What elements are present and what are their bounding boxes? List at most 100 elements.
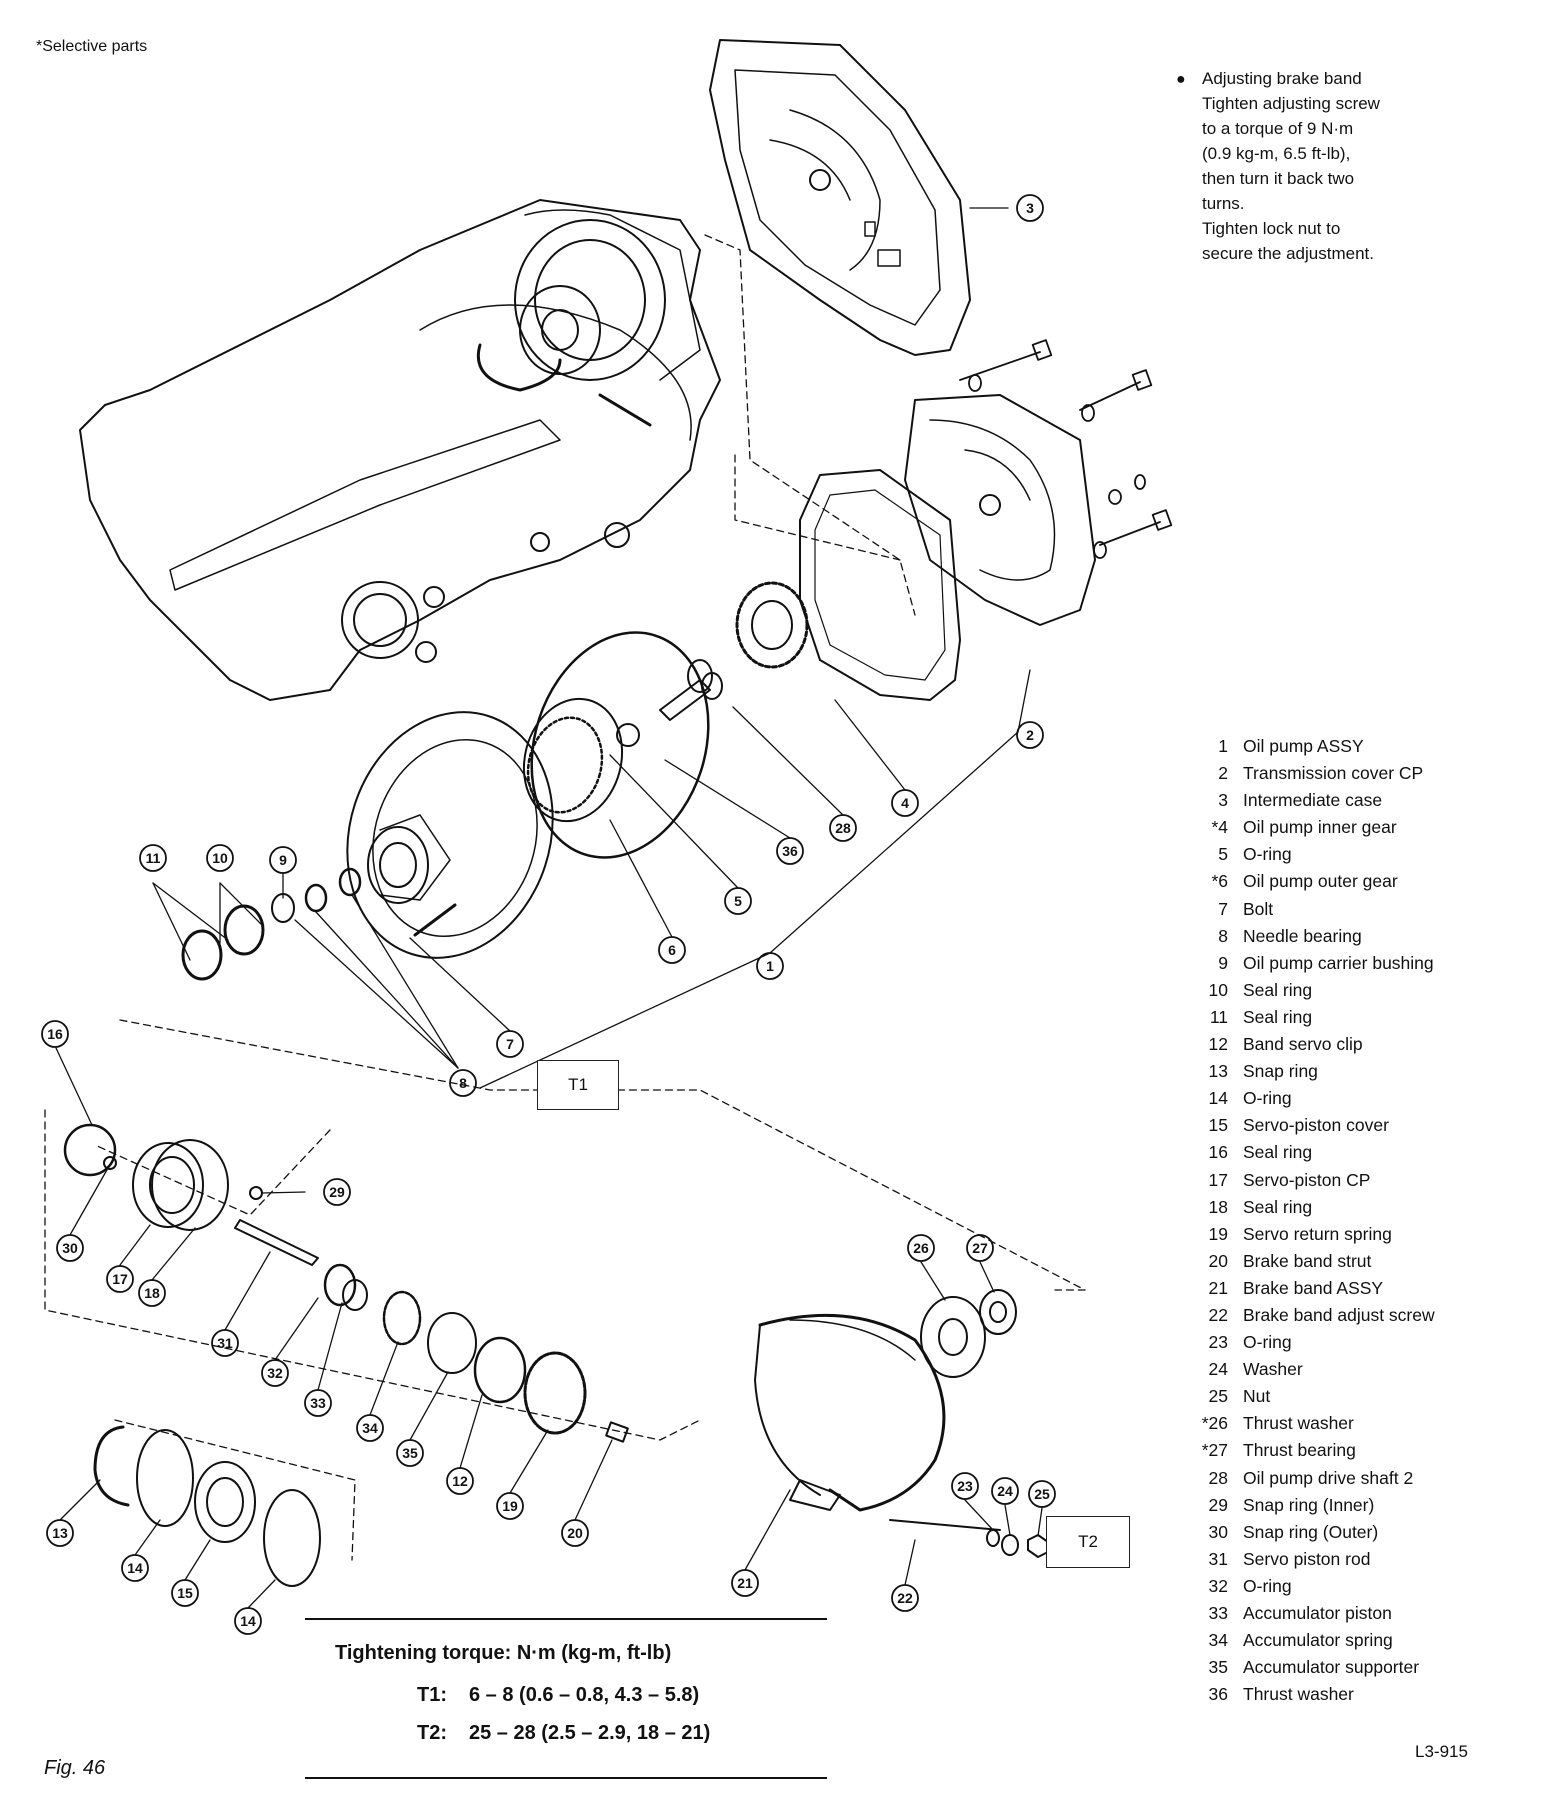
- oil-pump-outer-gear-drawing: [522, 697, 624, 823]
- callout-11: 11: [146, 850, 161, 866]
- callout-4: 4: [901, 795, 909, 811]
- callout-36: 36: [782, 843, 798, 859]
- callout-19: 19: [502, 1498, 518, 1514]
- part-name: O-ring: [1243, 1575, 1292, 1596]
- part-name: Washer: [1243, 1359, 1303, 1380]
- part-number: 17: [1208, 1169, 1228, 1190]
- part-name: Oil pump ASSY: [1243, 736, 1364, 756]
- callout-7: 7: [506, 1036, 514, 1052]
- part-number: 13: [1208, 1061, 1228, 1082]
- part-number: 36: [1208, 1684, 1228, 1705]
- parts-list-item: 8 Needle bearing: [1190, 923, 1435, 950]
- part-name: Accumulator spring: [1243, 1630, 1393, 1651]
- callout-34: 34: [362, 1420, 378, 1436]
- torque-label: T1:: [417, 1684, 447, 1706]
- brake-note-line: (0.9 kg-m, 6.5 ft-lb),: [1202, 144, 1351, 163]
- callout-10: 10: [212, 850, 228, 866]
- part-number: 25: [1208, 1386, 1228, 1407]
- thrust-washer-36-drawing: [616, 723, 640, 747]
- callout-circles: [41, 194, 1056, 1635]
- part-number: 10: [1208, 979, 1228, 1000]
- callout-20: 20: [567, 1525, 583, 1541]
- part-number: *27: [1201, 1440, 1228, 1461]
- callout-12: 12: [452, 1473, 468, 1489]
- part-number: 30: [1208, 1521, 1228, 1542]
- part-name: Oil pump outer gear: [1243, 871, 1398, 892]
- part-name: Brake band ASSY: [1243, 1277, 1384, 1298]
- t2-torque-box: T2: [1046, 1516, 1130, 1568]
- part-number: 22: [1208, 1304, 1228, 1325]
- torque-table: Tightening torque: N·m (kg-m, ft-lb) T1:…: [305, 1618, 827, 1779]
- part-name: Seal ring: [1243, 1196, 1313, 1217]
- part-name: Snap ring (Outer): [1243, 1521, 1379, 1542]
- part-number: 3: [1218, 790, 1228, 811]
- callout-26: 26: [913, 1240, 929, 1256]
- part-name: Needle bearing: [1243, 925, 1362, 946]
- part-name: Thrust washer: [1243, 1684, 1354, 1705]
- parts-list-item: 35 Accumulator supporter: [1190, 1654, 1435, 1681]
- parts-list-item: 13 Snap ring: [1190, 1058, 1435, 1085]
- part-number: 9: [1218, 952, 1228, 973]
- part-name: Transmission cover CP: [1243, 763, 1424, 784]
- callout-3: 3: [1026, 200, 1034, 216]
- part-name: Seal ring: [1243, 979, 1313, 1000]
- transmission-cover-drawing: [799, 394, 1096, 701]
- callout-5: 5: [734, 893, 742, 909]
- part-number: 20: [1208, 1250, 1228, 1271]
- parts-list-item: 24 Washer: [1190, 1356, 1435, 1383]
- part-name: Snap ring (Inner): [1243, 1494, 1375, 1515]
- brake-note-line: then turn it back two: [1202, 169, 1355, 188]
- part-name: Accumulator supporter: [1243, 1657, 1420, 1678]
- brake-band-drawing: [754, 1313, 1001, 1531]
- oil-pump-drive-shaft-drawing: [659, 659, 723, 721]
- part-name: Snap ring: [1243, 1061, 1318, 1082]
- parts-list-item: 10 Seal ring: [1190, 977, 1435, 1004]
- selective-parts-note: *Selective parts: [36, 38, 148, 55]
- part-number: 12: [1208, 1034, 1228, 1055]
- bullet-icon: ●: [1176, 71, 1186, 88]
- callout-14b: 14: [240, 1613, 256, 1629]
- figure-label: Fig. 46: [44, 1757, 106, 1779]
- callout-17: 17: [112, 1271, 128, 1287]
- part-number: 35: [1208, 1657, 1228, 1678]
- part-number: 24: [1208, 1359, 1228, 1380]
- part-number: 21: [1208, 1277, 1228, 1298]
- torque-row-t1: T1:6 – 8 (0.6 – 0.8, 4.3 – 5.8): [417, 1684, 699, 1707]
- callout-27: 27: [972, 1240, 988, 1256]
- transmission-case-drawing: [79, 199, 721, 701]
- brake-note-line: Adjusting brake band: [1202, 69, 1362, 88]
- o-ring-5-drawing: [530, 631, 710, 859]
- parts-list-item: 21 Brake band ASSY: [1190, 1275, 1435, 1302]
- callout-13: 13: [52, 1525, 68, 1541]
- part-number: 8: [1218, 925, 1228, 946]
- part-number: 23: [1208, 1332, 1228, 1353]
- callout-28: 28: [835, 820, 851, 836]
- part-number: 19: [1208, 1223, 1228, 1244]
- callout-24: 24: [997, 1483, 1013, 1499]
- callout-30: 30: [62, 1240, 78, 1256]
- part-number: *26: [1201, 1413, 1228, 1434]
- brake-note-line: Tighten lock nut to: [1202, 219, 1341, 238]
- callout-33: 33: [310, 1395, 326, 1411]
- part-number: 28: [1208, 1467, 1228, 1488]
- part-name: Seal ring: [1243, 1142, 1313, 1163]
- torque-value: 25 – 28 (2.5 – 2.9, 18 – 21): [469, 1722, 711, 1744]
- torque-title: Tightening torque: N·m (kg-m, ft-lb): [335, 1642, 672, 1664]
- brake-note-line: to a torque of 9 N·m: [1202, 119, 1354, 138]
- part-number: 14: [1208, 1088, 1228, 1109]
- part-name: Accumulator piston: [1243, 1603, 1392, 1623]
